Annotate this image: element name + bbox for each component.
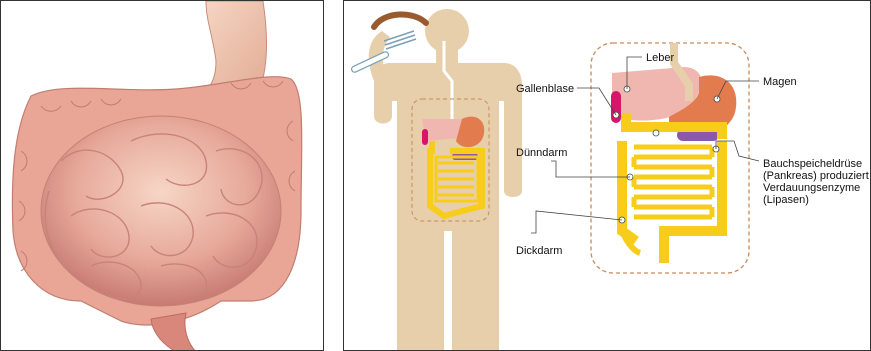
label-leber: Leber — [646, 52, 674, 64]
label-pankreas-line-3: Verdauungsenzyme — [763, 182, 860, 194]
label-pankreas-line-1: Bauchspeicheldrüse — [763, 158, 862, 170]
rectum-shape — [151, 313, 196, 351]
intestine-illustration — [1, 1, 324, 351]
digestive-diagram: Leber Gallenblase Magen Dünndarm Dickdar… — [344, 1, 871, 351]
sausage-shape — [374, 14, 426, 27]
intestine-illustration-panel — [0, 0, 324, 351]
small-intestine-shape — [41, 116, 281, 306]
label-duenndarm: Dünndarm — [516, 147, 567, 159]
label-pankreas-line-2: (Pankreas) produziert — [763, 170, 869, 182]
label-gallenblase: Gallenblase — [516, 83, 574, 95]
label-magen: Magen — [763, 76, 797, 88]
digestive-diagram-panel: Leber Gallenblase Magen Dünndarm Dickdar… — [343, 0, 871, 351]
label-dickdarm: Dickdarm — [516, 245, 562, 257]
label-pankreas-line-4: (Lipasen) — [763, 194, 809, 206]
